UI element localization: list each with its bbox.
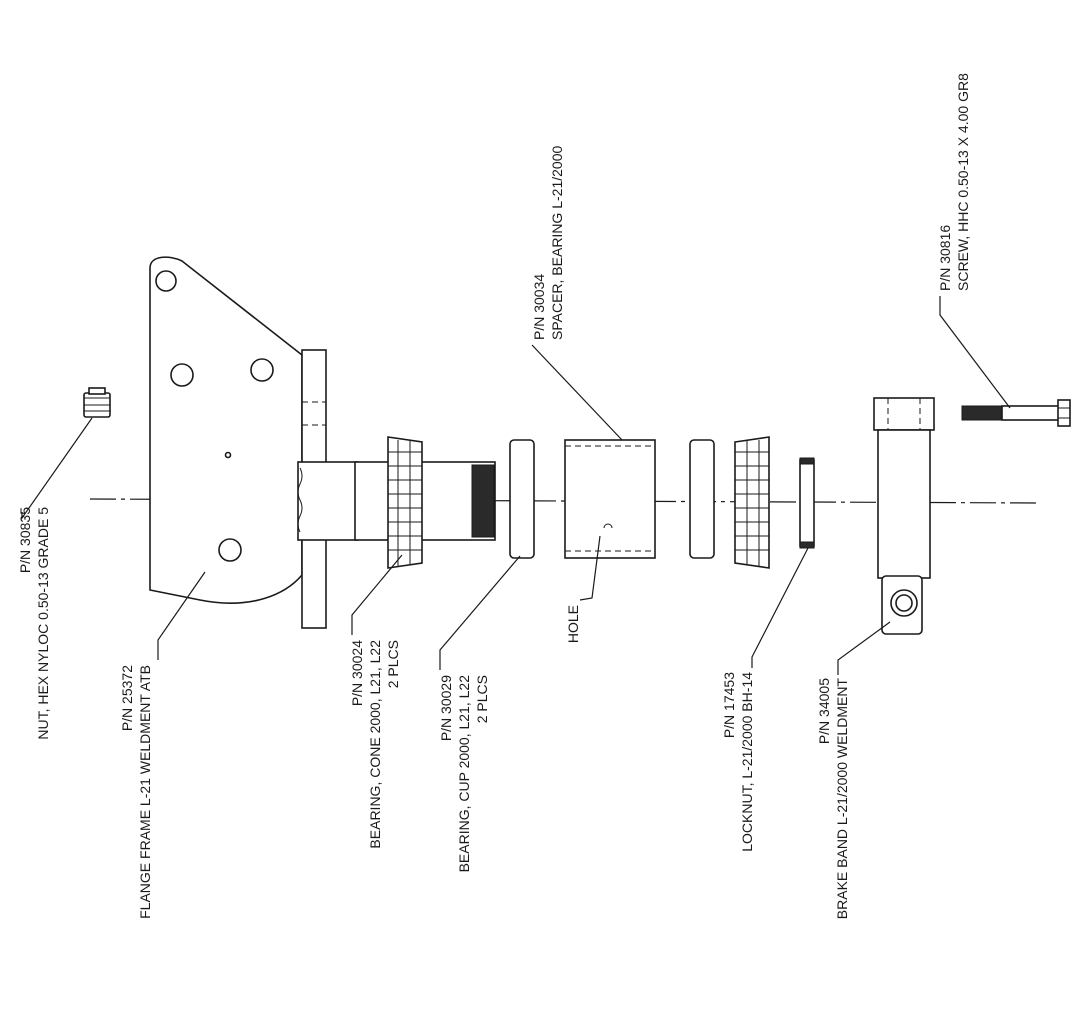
nut-desc: NUT, HEX NYLOC 0.50-13 GRADE 5 [35, 507, 51, 740]
bearing-cone-part-right [734, 436, 770, 569]
callout-flange: P/N 25372 FLANGE FRAME L-21 WELDMENT ATB [119, 665, 153, 919]
cone-pn: P/N 30024 [349, 640, 365, 706]
hex-nut-part [83, 387, 111, 418]
cup-desc: BEARING, CUP 2000, L21, L22 [456, 675, 472, 873]
cone-desc: BEARING, CONE 2000, L21, L22 [367, 640, 383, 849]
cup-qty: 2 PLCS [474, 675, 490, 723]
nut-pn: P/N 30835 [17, 507, 33, 573]
cup-pn: P/N 30029 [438, 675, 454, 741]
spacer-desc: SPACER, BEARING L-21/2000 [549, 146, 565, 340]
hole-label: HOLE [565, 605, 581, 643]
leader-spacer [531, 344, 623, 441]
callout-screw: P/N 30816 SCREW, HHC 0.50-13 X 4.00 GR8 [937, 73, 971, 291]
leader-screw [939, 296, 1011, 409]
callout-locknut: P/N 17453 LOCKNUT, L-21/2000 BH-14 [721, 672, 755, 852]
bearing-cup-part-left [509, 439, 535, 559]
callout-brake: P/N 34005 BRAKE BAND L-21/2000 WELDMENT [816, 678, 850, 920]
callout-spacer: P/N 30034 SPACER, BEARING L-21/2000 [531, 146, 565, 340]
leader-flange [157, 571, 206, 660]
screw-pn: P/N 30816 [937, 225, 953, 291]
leader-cup [439, 555, 521, 670]
callout-cup: P/N 30029 BEARING, CUP 2000, L21, L22 2 … [438, 675, 490, 873]
bearing-cone-part-left [387, 436, 423, 569]
screw-desc: SCREW, HHC 0.50-13 X 4.00 GR8 [955, 73, 971, 291]
callout-nut: P/N 30835 NUT, HEX NYLOC 0.50-13 GRADE 5 [17, 507, 51, 740]
leader-brake [837, 621, 891, 675]
brake-pn: P/N 34005 [816, 678, 832, 744]
flange-frame-part [149, 256, 496, 629]
bearing-cup-part-right [689, 439, 715, 559]
leader-nut [21, 417, 93, 520]
flange-desc: FLANGE FRAME L-21 WELDMENT ATB [137, 665, 153, 919]
locknut-pn: P/N 17453 [721, 672, 737, 738]
callout-cone: P/N 30024 BEARING, CONE 2000, L21, L22 2… [349, 640, 401, 849]
leader-hole [579, 535, 601, 601]
bearing-spacer-part [564, 439, 656, 559]
leader-locknut [751, 547, 809, 668]
flange-pn: P/N 25372 [119, 665, 135, 731]
leader-cone [351, 554, 403, 635]
spacer-pn: P/N 30034 [531, 274, 547, 340]
cone-qty: 2 PLCS [385, 640, 401, 688]
locknut-part [799, 457, 815, 549]
callout-hole: HOLE [565, 605, 581, 643]
hex-screw-part [961, 399, 1071, 427]
brake-desc: BRAKE BAND L-21/2000 WELDMENT [834, 678, 850, 920]
locknut-desc: LOCKNUT, L-21/2000 BH-14 [739, 672, 755, 852]
brake-band-part [873, 397, 935, 635]
